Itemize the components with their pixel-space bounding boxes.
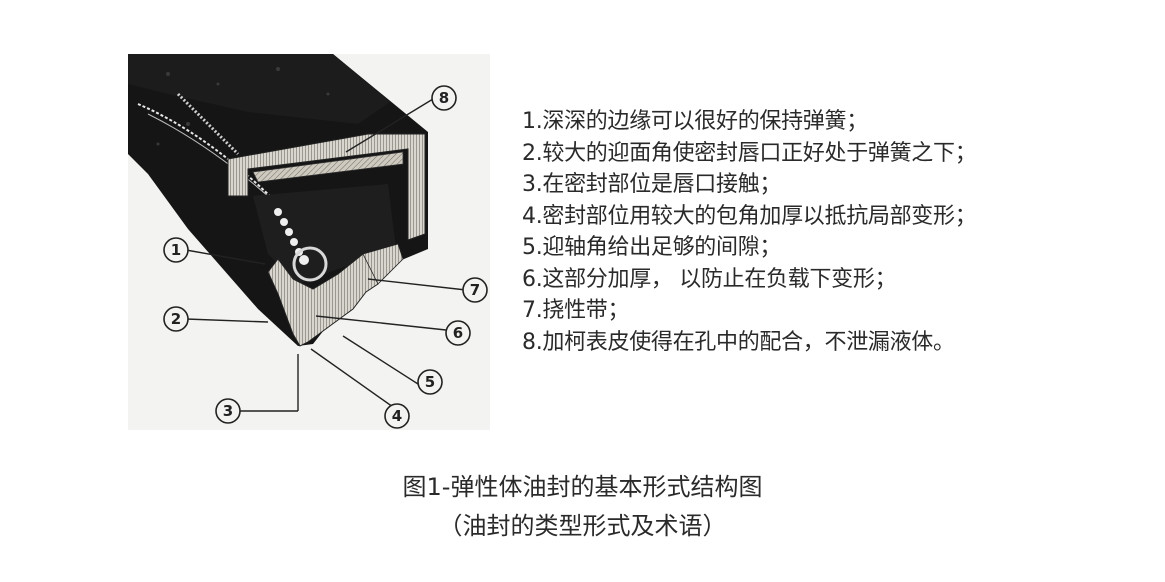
legend-item-1: 1.深深的边缘可以很好的保持弹簧；	[522, 109, 868, 134]
callout-3: 3	[223, 402, 233, 420]
legend-item-2: 2.较大的迎面角使密封唇口正好处于弹簧之下；	[522, 140, 977, 166]
legend-item-3: 3.在密封部位是唇口接触；	[522, 172, 782, 197]
legend-item-6: 6.这部分加厚， 以防止在负载下变形；	[522, 266, 897, 292]
callout-4: 4	[392, 407, 402, 425]
legend-item-4: 4.密封部位用较大的包角加厚以抵抗局部变形；	[522, 203, 977, 229]
legend-item-7: 7.挠性带；	[522, 298, 630, 323]
figure-caption-subtitle: （油封的类型形式及术语）	[438, 512, 727, 540]
callout-1: 1	[171, 241, 181, 259]
figure-caption-title: 图1-弹性体油封的基本形式结构图	[402, 473, 763, 501]
callout-2: 2	[171, 310, 181, 328]
callout-legend: 1.深深的边缘可以很好的保持弹簧； 2.较大的迎面角使密封唇口正好处于弹簧之下；…	[522, 106, 977, 358]
callout-5: 5	[425, 373, 435, 391]
callout-6: 6	[453, 324, 463, 342]
oil-seal-cutaway-drawing: 1 2 3 4 5 6 7 8	[128, 54, 488, 429]
callout-8: 8	[439, 89, 449, 107]
legend-item-8: 8.加柯表皮使得在孔中的配合，不泄漏液体。	[522, 329, 955, 355]
legend-item-5: 5.迎轴角给出足够的间隙；	[522, 235, 782, 260]
oil-seal-figure: 1 2 3 4 5 6 7 8	[128, 54, 490, 430]
callout-7: 7	[470, 281, 480, 299]
callout-markers	[163, 85, 488, 429]
